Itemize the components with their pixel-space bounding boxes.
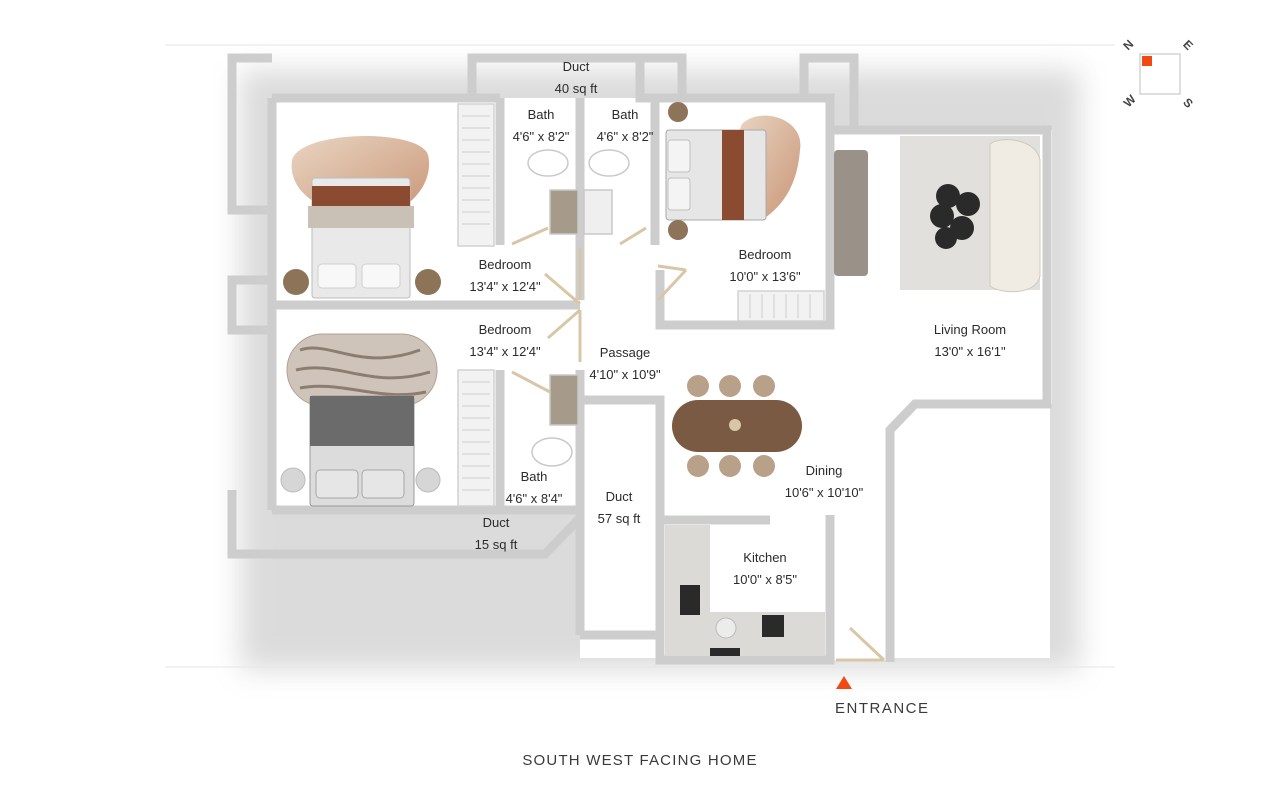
home-facing-caption: SOUTH WEST FACING HOME — [522, 752, 758, 769]
entrance-label: ENTRANCE — [835, 700, 930, 717]
compass: N E W S — [1118, 36, 1208, 116]
compass-rose-icon — [1139, 53, 1181, 95]
entrance-arrow-icon — [836, 676, 852, 689]
